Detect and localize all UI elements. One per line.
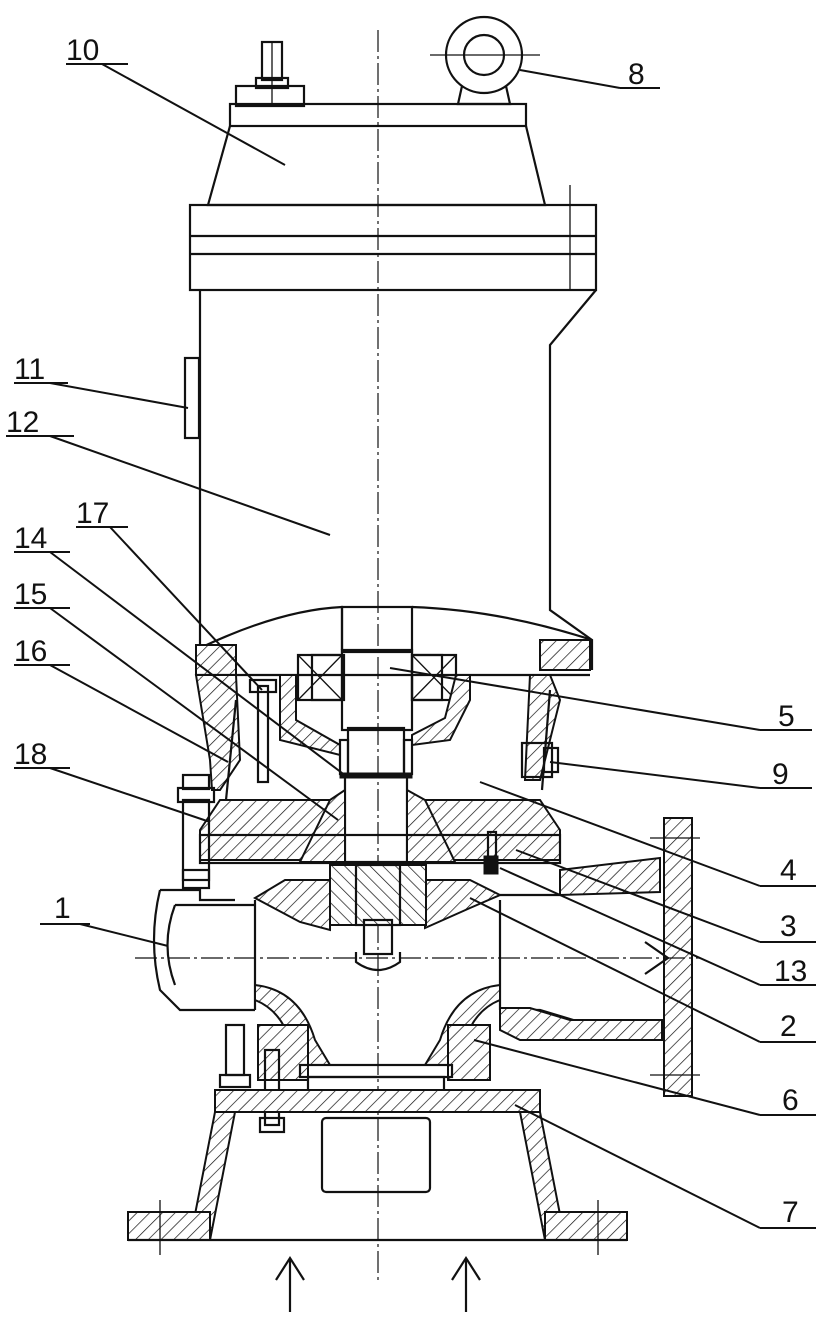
label-12: 12	[6, 406, 39, 439]
motor-top-cover	[206, 102, 547, 207]
label-9: 9	[772, 758, 789, 791]
base-stand	[127, 1089, 628, 1312]
label-7: 7	[782, 1196, 799, 1229]
motor-body	[183, 185, 598, 650]
label-8: 8	[628, 58, 645, 91]
impeller	[252, 863, 503, 972]
label-14: 14	[14, 522, 47, 555]
label-2: 2	[780, 1010, 797, 1043]
label-15: 15	[14, 578, 47, 611]
label-13: 13	[774, 955, 807, 988]
label-11: 11	[14, 353, 45, 386]
label-1: 1	[54, 892, 71, 925]
label-18: 18	[14, 738, 47, 771]
volute-casing	[135, 817, 700, 1097]
callouts: 10 8 11 12 17 14 15 16 18 1	[6, 34, 816, 1229]
label-16: 16	[14, 635, 47, 668]
label-6: 6	[782, 1084, 799, 1117]
seal-cover	[176, 773, 562, 890]
cable-gland	[234, 40, 306, 108]
label-17: 17	[76, 497, 109, 530]
label-10: 10	[66, 34, 99, 67]
label-3: 3	[780, 910, 797, 943]
lifting-eye	[430, 15, 540, 106]
label-4: 4	[780, 854, 797, 887]
suction-cover	[218, 983, 501, 1134]
label-5: 5	[778, 700, 795, 733]
